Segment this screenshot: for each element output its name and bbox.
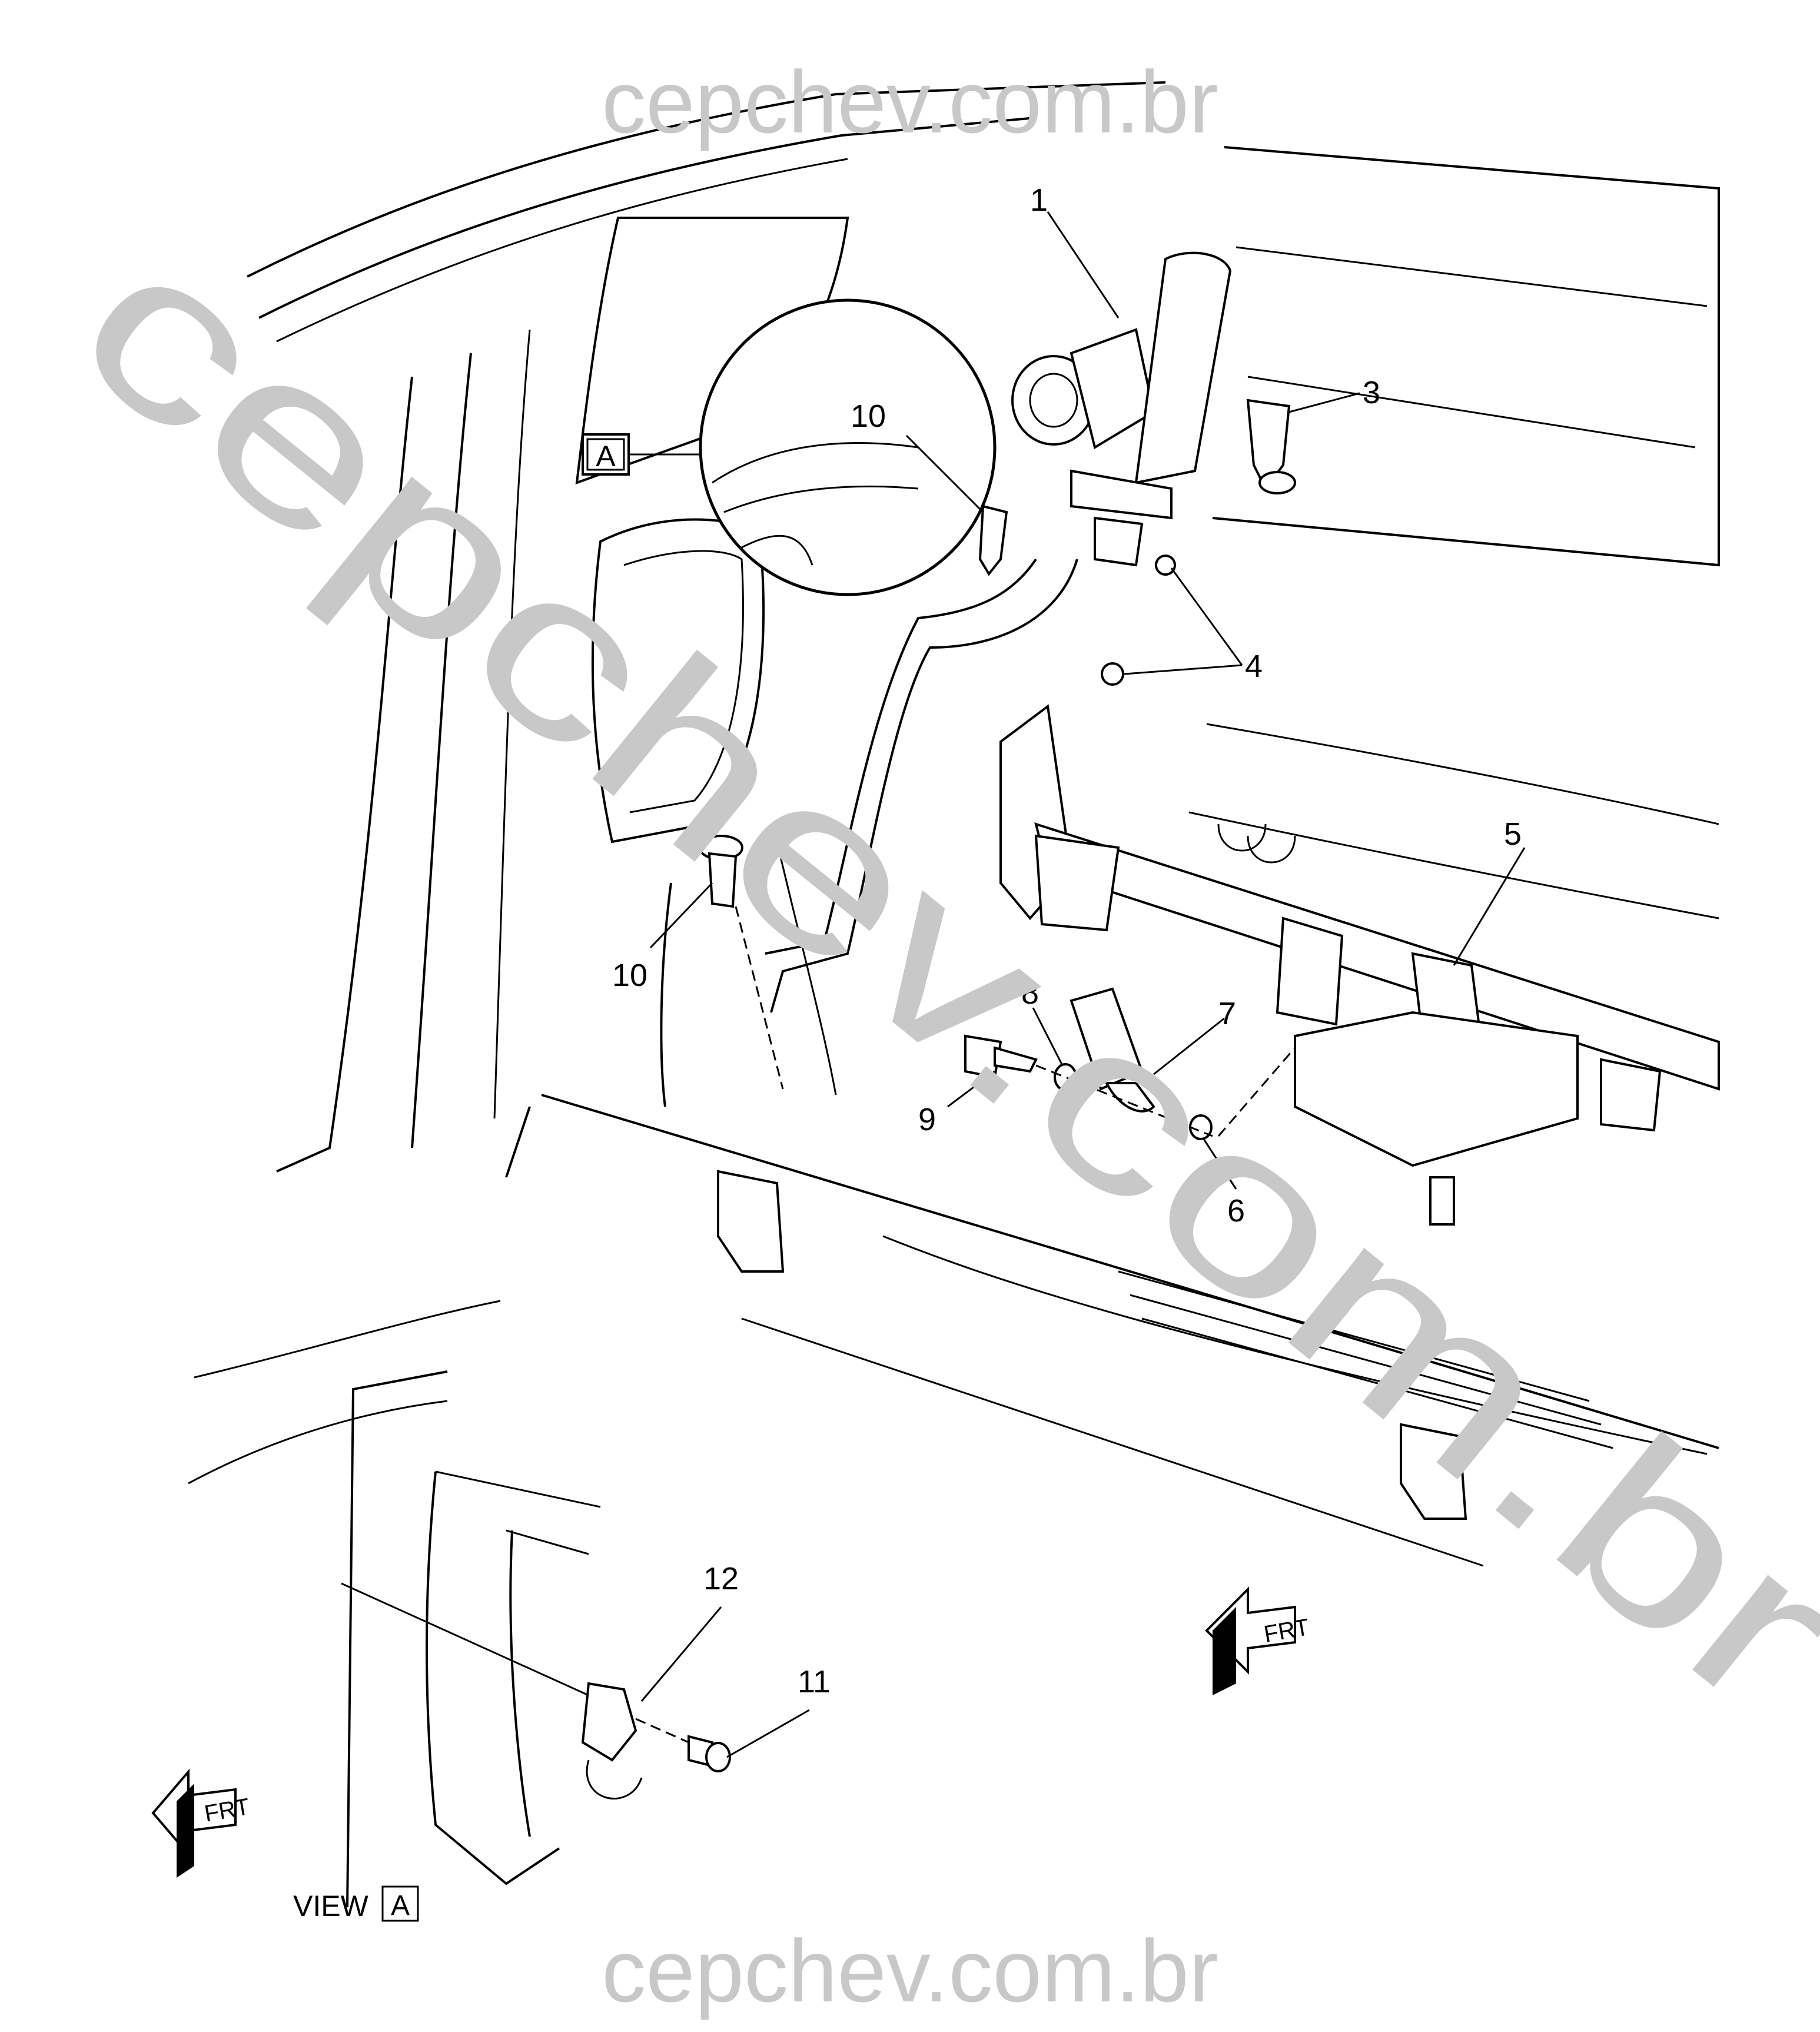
detail-magnifier-circle [699, 298, 1008, 596]
nut-upper [1155, 555, 1176, 576]
callout-9: 9 [918, 1102, 936, 1137]
callout-3: 3 [1363, 375, 1380, 410]
view-label-letter: A [391, 1890, 410, 1921]
callout-4: 4 [1245, 649, 1263, 684]
seat-belt-retractor [765, 251, 1232, 1013]
callout-7: 7 [1218, 996, 1236, 1031]
callout-10-main: 10 [612, 958, 647, 993]
callout-10-detail: 10 [851, 399, 886, 434]
bolt-lower-anchor [699, 835, 784, 1090]
view-a-marker: A [582, 433, 700, 476]
callout-8: 8 [1021, 975, 1039, 1011]
callout-11: 11 [798, 1664, 831, 1699]
callout-1: 1 [1030, 182, 1048, 218]
watermark-bottom: cepchev.com.br [602, 1921, 1218, 2020]
callout-leaders [640, 211, 1526, 1758]
callout-6: 6 [1227, 1193, 1245, 1229]
callout-12: 12 [703, 1561, 739, 1596]
callout-5: 5 [1504, 816, 1522, 852]
buckle-hardware [964, 987, 1296, 1140]
watermark-top: cepchev.com.br [602, 52, 1218, 151]
frt-arrow-main: FRT [1205, 1586, 1311, 1695]
view-a-marker-letter: A [596, 440, 616, 473]
vehicle-body-outline [247, 81, 1720, 1567]
view-a-inset [188, 1300, 731, 1908]
buckle-anchor-bar [999, 704, 1720, 1226]
nut-lower [1101, 662, 1124, 686]
view-label-text: VIEW [293, 1890, 369, 1923]
view-label: VIEW A [293, 1885, 419, 1923]
retractor-bolt [1246, 399, 1296, 494]
frt-arrow-view: FRT [151, 1768, 251, 1878]
